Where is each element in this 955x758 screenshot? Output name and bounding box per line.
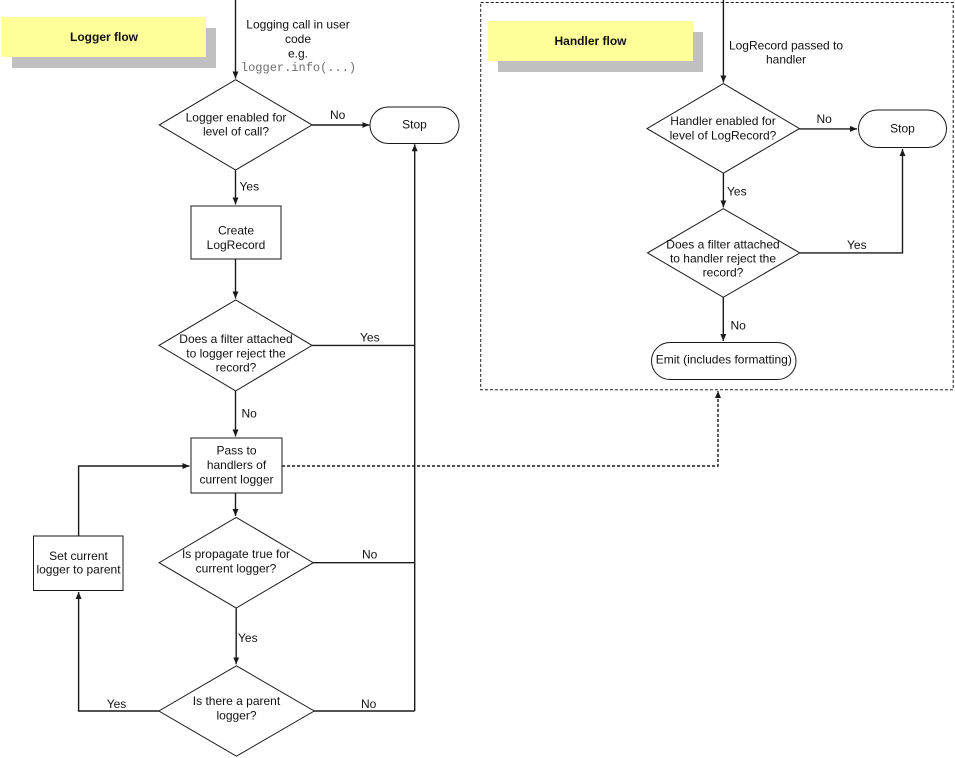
svg-text:Logging call in user: Logging call in user bbox=[246, 18, 349, 32]
svg-text:Yes: Yes bbox=[240, 180, 260, 194]
svg-text:Stop: Stop bbox=[890, 122, 915, 136]
svg-text:handler: handler bbox=[766, 53, 806, 67]
svg-text:Set current: Set current bbox=[49, 549, 108, 563]
svg-text:record?: record? bbox=[216, 361, 257, 375]
svg-text:Yes: Yes bbox=[847, 238, 867, 252]
svg-text:No: No bbox=[330, 108, 346, 122]
svg-text:Emit (includes formatting): Emit (includes formatting) bbox=[656, 353, 792, 367]
svg-text:No: No bbox=[731, 319, 747, 333]
svg-text:LogRecord: LogRecord bbox=[207, 238, 266, 252]
svg-text:Logger enabled for: Logger enabled for bbox=[186, 111, 287, 125]
svg-text:logger?: logger? bbox=[216, 708, 256, 722]
svg-text:Does a filter attached: Does a filter attached bbox=[179, 332, 292, 346]
svg-text:Is there a parent: Is there a parent bbox=[193, 694, 281, 708]
svg-text:Create: Create bbox=[218, 224, 254, 238]
svg-text:Handler flow: Handler flow bbox=[554, 34, 627, 48]
svg-text:code: code bbox=[285, 32, 311, 46]
svg-text:handlers of: handlers of bbox=[207, 458, 267, 472]
svg-text:logger to parent: logger to parent bbox=[36, 562, 121, 576]
svg-text:No: No bbox=[817, 112, 833, 126]
svg-text:Pass to: Pass to bbox=[216, 444, 256, 458]
svg-text:record?: record? bbox=[703, 266, 744, 280]
svg-text:current logger?: current logger? bbox=[196, 561, 277, 575]
svg-text:level of call?: level of call? bbox=[203, 125, 269, 139]
svg-text:Yes: Yes bbox=[727, 185, 747, 199]
svg-text:e.g.: e.g. bbox=[288, 47, 308, 61]
svg-text:Yes: Yes bbox=[107, 697, 127, 711]
svg-text:Handler enabled for: Handler enabled for bbox=[670, 114, 775, 128]
svg-text:logger.info(...): logger.info(...) bbox=[241, 61, 356, 75]
svg-text:Is propagate true for: Is propagate true for bbox=[182, 547, 290, 561]
svg-text:Yes: Yes bbox=[238, 631, 258, 645]
svg-text:No: No bbox=[361, 697, 377, 711]
svg-text:Yes: Yes bbox=[360, 331, 380, 345]
svg-text:Stop: Stop bbox=[402, 118, 427, 132]
svg-text:to handler reject the: to handler reject the bbox=[670, 252, 776, 266]
svg-text:Logger flow: Logger flow bbox=[70, 30, 139, 44]
svg-text:No: No bbox=[362, 548, 378, 562]
svg-text:LogRecord passed to: LogRecord passed to bbox=[729, 39, 843, 53]
svg-text:No: No bbox=[242, 407, 258, 421]
svg-text:level of LogRecord?: level of LogRecord? bbox=[670, 128, 777, 142]
svg-text:Does a filter attached: Does a filter attached bbox=[666, 237, 779, 251]
svg-text:current logger: current logger bbox=[199, 473, 273, 487]
svg-text:to logger reject the: to logger reject the bbox=[186, 346, 286, 360]
